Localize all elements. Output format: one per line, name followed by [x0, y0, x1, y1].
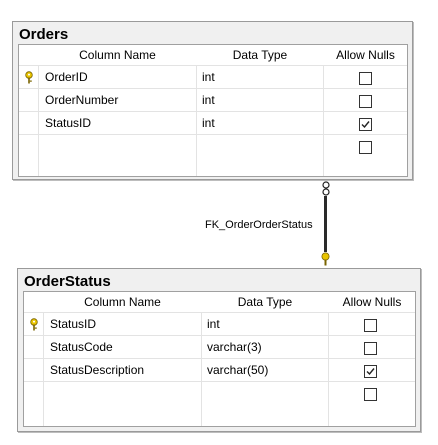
checkmark-icon [366, 368, 375, 376]
checkmark-icon [361, 121, 370, 129]
relationship-label: FK_OrderOrderStatus [205, 219, 313, 231]
allow-nulls-checkbox[interactable] [364, 365, 377, 378]
allow-nulls-checkbox[interactable] [364, 342, 377, 355]
column-name-cell[interactable]: StatusID [45, 116, 92, 130]
data-type-cell[interactable]: int [202, 70, 215, 84]
orderstatus-row[interactable]: StatusID int [24, 312, 415, 336]
orderstatus-columns-grid: Column Name Data Type Allow Nulls Status… [23, 291, 416, 427]
data-type-cell[interactable]: varchar(50) [207, 363, 269, 377]
orderstatus-row[interactable] [24, 381, 415, 405]
column-name-cell[interactable]: StatusDescription [50, 363, 145, 377]
orders-row[interactable]: OrderID int [19, 65, 407, 89]
orderstatus-row[interactable]: StatusDescription varchar(50) [24, 358, 415, 382]
orderstatus-header-column-name: Column Name [84, 295, 161, 309]
orders-row[interactable]: OrderNumber int [19, 88, 407, 112]
column-name-cell[interactable]: OrderID [45, 70, 88, 84]
allow-nulls-checkbox[interactable] [359, 95, 372, 108]
allow-nulls-checkbox[interactable] [364, 319, 377, 332]
allow-nulls-checkbox[interactable] [359, 141, 372, 154]
orderstatus-table-title: OrderStatus [24, 273, 111, 290]
orders-columns-grid: Column Name Data Type Allow Nulls OrderI… [18, 44, 408, 177]
data-type-cell[interactable]: varchar(3) [207, 340, 262, 354]
allow-nulls-checkbox[interactable] [359, 118, 372, 131]
allow-nulls-checkbox[interactable] [359, 72, 372, 85]
allow-nulls-checkbox[interactable] [364, 388, 377, 401]
orders-table[interactable]: Orders Column Name Data Type Allow Nulls… [12, 21, 413, 180]
orders-row[interactable]: StatusID int [19, 111, 407, 135]
orders-header-data-type: Data Type [232, 48, 288, 62]
column-name-cell[interactable]: OrderNumber [45, 93, 119, 107]
data-type-cell[interactable]: int [207, 317, 220, 331]
primary-key-icon [24, 71, 34, 85]
orders-header-allow-nulls: Allow Nulls [336, 48, 395, 62]
column-name-cell[interactable]: StatusID [50, 317, 97, 331]
orders-table-title: Orders [19, 26, 69, 43]
primary-key-icon [29, 318, 39, 332]
one-end-key-icon [320, 252, 331, 266]
orderstatus-table[interactable]: OrderStatus Column Name Data Type Allow … [17, 268, 421, 432]
orders-row[interactable] [19, 134, 407, 158]
orderstatus-header-allow-nulls: Allow Nulls [342, 295, 402, 309]
orders-header-column-name: Column Name [79, 48, 156, 62]
orderstatus-row[interactable]: StatusCode varchar(3) [24, 335, 415, 359]
many-end-icon [321, 181, 331, 197]
column-name-cell[interactable]: StatusCode [50, 340, 113, 354]
data-type-cell[interactable]: int [202, 93, 215, 107]
data-type-cell[interactable]: int [202, 116, 215, 130]
orderstatus-header-data-type: Data Type [237, 295, 293, 309]
